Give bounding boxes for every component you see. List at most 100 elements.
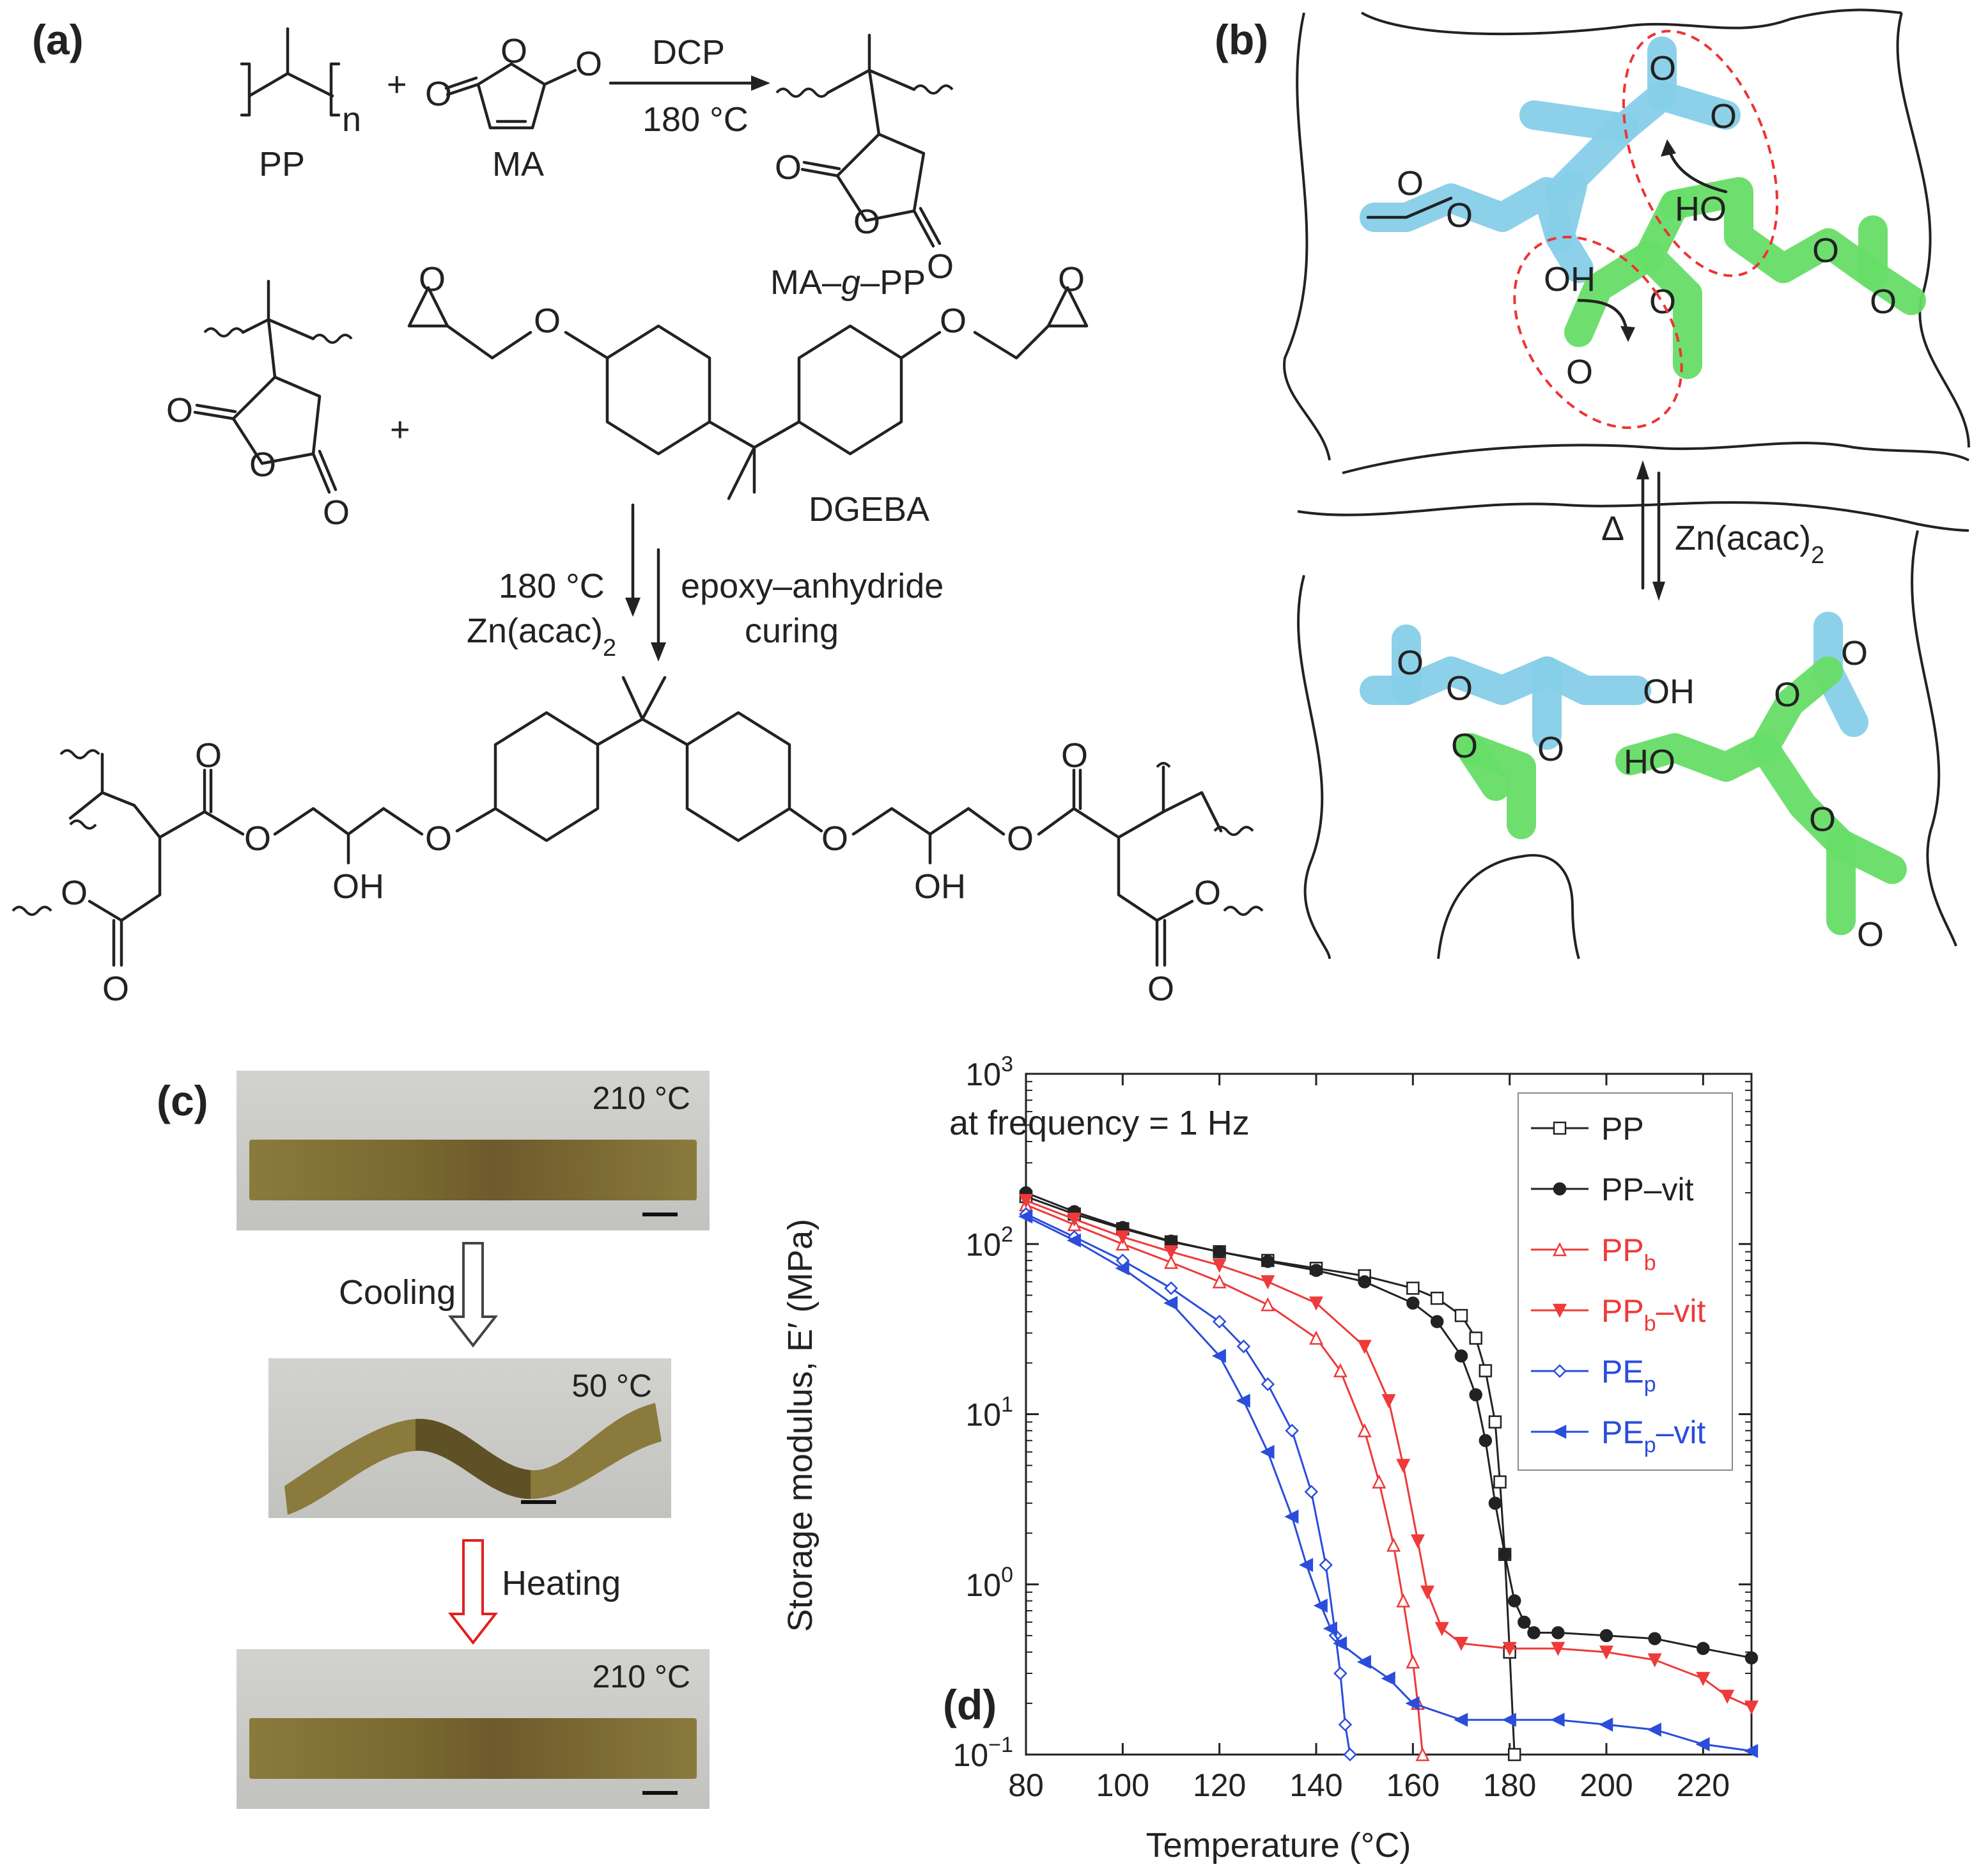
atom-o: O — [775, 148, 802, 187]
data-point — [1420, 1585, 1435, 1600]
atom-o: O — [927, 247, 954, 286]
scale-bar — [642, 1213, 678, 1216]
data-point — [1261, 1255, 1275, 1268]
panel-label-d: (d) — [943, 1681, 997, 1728]
atom-o: O — [1566, 353, 1593, 391]
data-point — [1744, 1700, 1759, 1715]
data-point — [1236, 1393, 1250, 1408]
data-point — [1415, 1747, 1430, 1762]
chart-annotation: at frequency = 1 Hz — [949, 1104, 1250, 1142]
hydroxyl-oh: OH — [1643, 672, 1695, 711]
data-point — [1356, 1655, 1371, 1670]
atom-o: O — [1147, 970, 1174, 1008]
photo-temp-label-middle: 50 °C — [571, 1368, 652, 1404]
panel-label-b: (b) — [1215, 16, 1268, 63]
data-point — [1212, 1274, 1227, 1289]
data-point — [1599, 1645, 1614, 1660]
data-point — [1115, 1261, 1130, 1276]
atom-o: O — [501, 32, 527, 70]
data-point — [1333, 1636, 1347, 1651]
y-tick-label: 103 — [965, 1052, 1013, 1092]
data-point — [1163, 1255, 1179, 1269]
data-point — [1333, 1666, 1347, 1680]
data-point — [1343, 1748, 1357, 1762]
data-point — [1309, 1264, 1323, 1277]
atom-o: O — [1446, 196, 1473, 235]
data-point — [1333, 1363, 1347, 1377]
data-point — [1213, 1245, 1226, 1259]
photo-210c-top: 210 °C — [237, 1071, 710, 1230]
atom-o: O — [1537, 730, 1564, 768]
x-tick-label: 120 — [1193, 1767, 1246, 1803]
pp-structure: n PP — [240, 27, 361, 183]
atom-o: O — [323, 493, 350, 532]
data-point — [1396, 1593, 1411, 1608]
atom-o: O — [102, 970, 129, 1008]
data-point — [1236, 1339, 1251, 1354]
heating-label: Heating — [502, 1564, 621, 1602]
data-point — [1163, 1245, 1179, 1260]
atom-o: O — [195, 736, 222, 775]
data-point — [1434, 1622, 1449, 1636]
cured-network-structure: O O OH O O OH O O — [12, 676, 1264, 1008]
atom-o: O — [419, 260, 446, 298]
panel-label-a: (a) — [32, 16, 84, 63]
atom-o: O — [425, 75, 452, 113]
data-point — [1357, 1423, 1372, 1438]
atom-o: O — [1397, 644, 1424, 682]
data-point — [1507, 1594, 1521, 1608]
data-point — [1502, 1641, 1517, 1656]
data-point — [1313, 1598, 1328, 1613]
data-point — [1498, 1547, 1512, 1562]
scale-bar — [642, 1791, 678, 1795]
x-tick-label: 140 — [1289, 1767, 1342, 1803]
data-point — [1212, 1259, 1227, 1273]
data-point — [1386, 1537, 1401, 1552]
hydroxyl-oh: OH — [332, 867, 384, 906]
data-point — [1406, 1282, 1420, 1295]
catalyst-label-a: Zn(acac)2 — [467, 612, 616, 662]
data-point — [1381, 1671, 1395, 1686]
panel-b: (b) O O OH O O HO O O O O — [1215, 8, 1970, 959]
data-point — [1261, 1297, 1275, 1312]
photo-temp-label-top: 210 °C — [592, 1080, 690, 1116]
photo-210c-bottom: 210 °C — [237, 1649, 710, 1809]
data-point — [1696, 1671, 1711, 1686]
hydroxyl-oh: OH — [1544, 260, 1596, 298]
data-point — [1163, 1296, 1178, 1310]
data-point — [1261, 1377, 1275, 1391]
plus-sign-1: + — [387, 65, 407, 104]
y-tick-label: 102 — [965, 1222, 1013, 1262]
equilibrium-arrows: Δ Zn(acac)2 — [1601, 460, 1824, 601]
data-point — [1067, 1213, 1082, 1227]
data-point — [1304, 1485, 1319, 1499]
atom-o: O — [1857, 915, 1884, 954]
x-tick-label: 200 — [1580, 1767, 1633, 1803]
y-axis-label: Storage modulus, E′ (MPa) — [781, 1219, 819, 1632]
data-point — [1550, 1712, 1565, 1727]
panel-a: (a) n PP + O O O MA DCP 180 °C — [12, 16, 1264, 1008]
data-point — [1406, 1654, 1420, 1669]
data-point — [1527, 1626, 1541, 1640]
data-point — [1309, 1296, 1324, 1311]
data-point — [1285, 1423, 1299, 1438]
atom-o: O — [821, 819, 848, 858]
atom-o: O — [1774, 676, 1801, 714]
data-point — [1405, 1696, 1420, 1710]
ma-label: MA — [492, 145, 544, 183]
x-tick-label: 180 — [1483, 1767, 1536, 1803]
atom-o: O — [1061, 736, 1088, 775]
ma-g-pp-structure: O O O MA–g–PP — [770, 33, 954, 302]
atom-o: O — [244, 819, 271, 858]
atom-o: O — [1812, 231, 1839, 270]
data-point — [1599, 1717, 1613, 1732]
data-point — [1430, 1291, 1444, 1305]
legend-marker — [1553, 1364, 1567, 1378]
data-point — [1338, 1717, 1353, 1732]
photo-temp-label-bottom: 210 °C — [592, 1659, 690, 1694]
data-point — [1410, 1534, 1425, 1549]
curing-label-2: curing — [745, 612, 839, 650]
data-point — [1066, 1233, 1081, 1248]
data-point — [1479, 1364, 1493, 1377]
